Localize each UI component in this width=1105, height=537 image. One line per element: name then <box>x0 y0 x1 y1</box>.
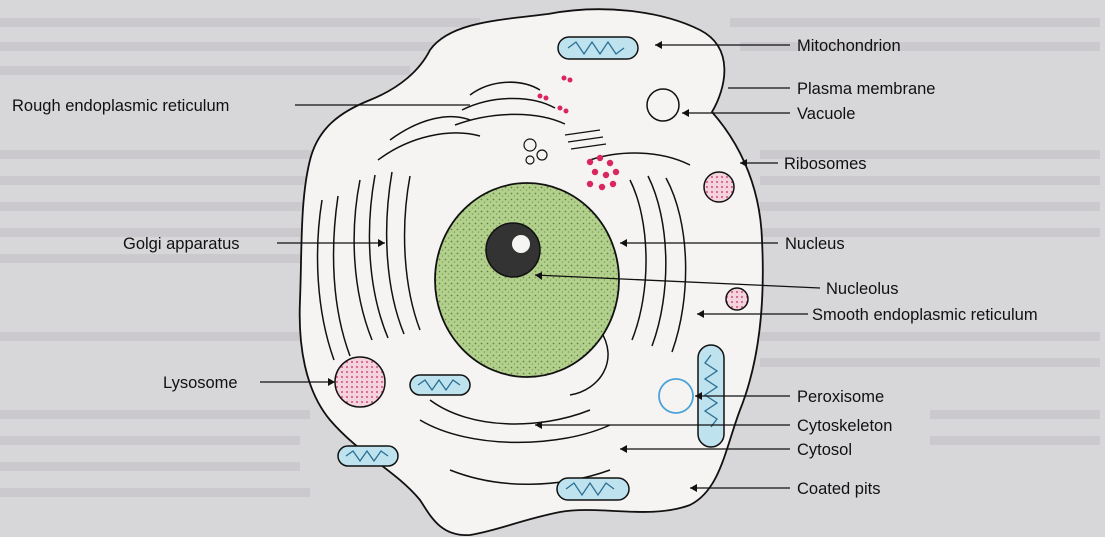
label-golgi: Golgi apparatus <box>123 235 240 253</box>
label-plasma-membrane: Plasma membrane <box>797 80 935 98</box>
label-nucleus: Nucleus <box>785 235 845 253</box>
label-ribosomes: Ribosomes <box>784 155 867 173</box>
label-nucleolus: Nucleolus <box>826 280 898 298</box>
label-mitochondrion: Mitochondrion <box>797 37 901 55</box>
label-peroxisome: Peroxisome <box>797 388 884 406</box>
nucleus <box>435 183 619 377</box>
label-coated-pits: Coated pits <box>797 480 880 498</box>
label-smooth-er: Smooth endoplasmic reticulum <box>812 306 1038 324</box>
label-cytoskeleton: Cytoskeleton <box>797 417 892 435</box>
nucleolus <box>486 223 540 277</box>
vacuole <box>647 89 679 121</box>
peroxisome <box>659 379 693 413</box>
lysosome <box>335 357 385 407</box>
label-cytosol: Cytosol <box>797 441 852 459</box>
label-lysosome: Lysosome <box>163 374 238 392</box>
label-rough-er: Rough endoplasmic reticulum <box>12 97 229 115</box>
label-vacuole: Vacuole <box>797 105 855 123</box>
